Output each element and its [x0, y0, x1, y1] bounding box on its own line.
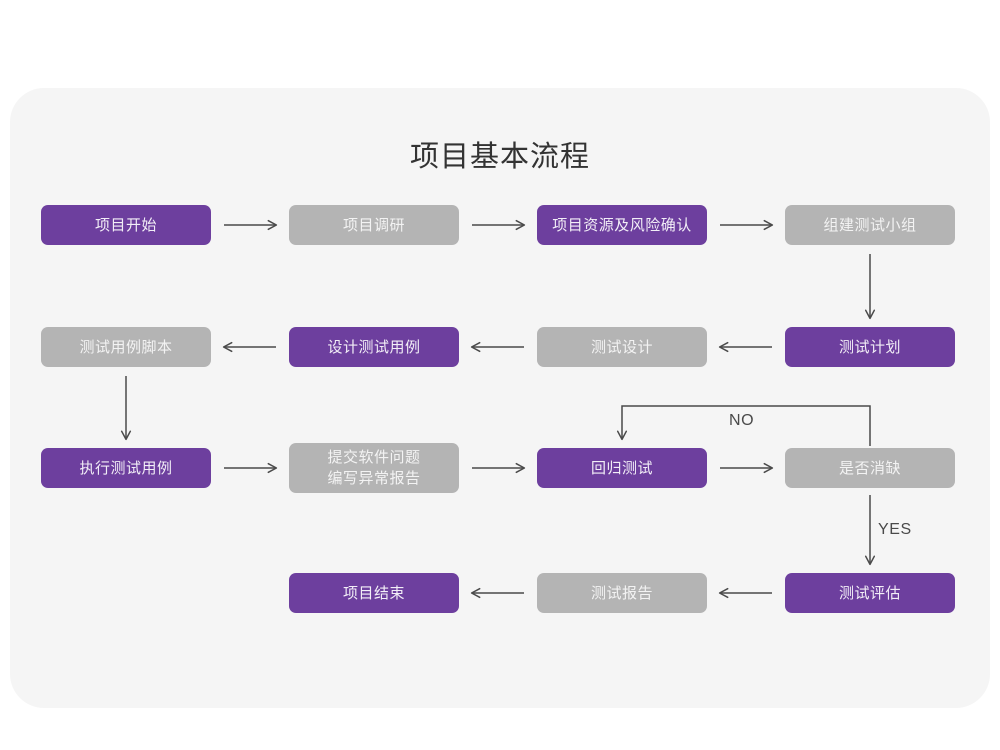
node-defects-cleared[interactable]: 是否消缺 — [785, 448, 955, 488]
node-project-research[interactable]: 项目调研 — [289, 205, 459, 245]
node-test-case-scripts[interactable]: 测试用例脚本 — [41, 327, 211, 367]
node-form-test-team[interactable]: 组建测试小组 — [785, 205, 955, 245]
node-test-design[interactable]: 测试设计 — [537, 327, 707, 367]
node-submit-issues-report[interactable]: 提交软件问题 编写异常报告 — [289, 443, 459, 493]
node-test-report[interactable]: 测试报告 — [537, 573, 707, 613]
page-title: 项目基本流程 — [409, 141, 590, 173]
node-test-evaluation[interactable]: 测试评估 — [785, 573, 955, 613]
node-regression-test[interactable]: 回归测试 — [537, 448, 707, 488]
flowchart-card — [10, 88, 990, 708]
edge-label-yes: YES — [878, 521, 912, 538]
node-resource-risk-confirm[interactable]: 项目资源及风险确认 — [537, 205, 707, 245]
node-project-end[interactable]: 项目结束 — [289, 573, 459, 613]
node-project-start[interactable]: 项目开始 — [41, 205, 211, 245]
node-execute-test-cases[interactable]: 执行测试用例 — [41, 448, 211, 488]
node-design-test-cases[interactable]: 设计测试用例 — [289, 327, 459, 367]
edge-label-no: NO — [729, 412, 755, 429]
node-test-plan[interactable]: 测试计划 — [785, 327, 955, 367]
